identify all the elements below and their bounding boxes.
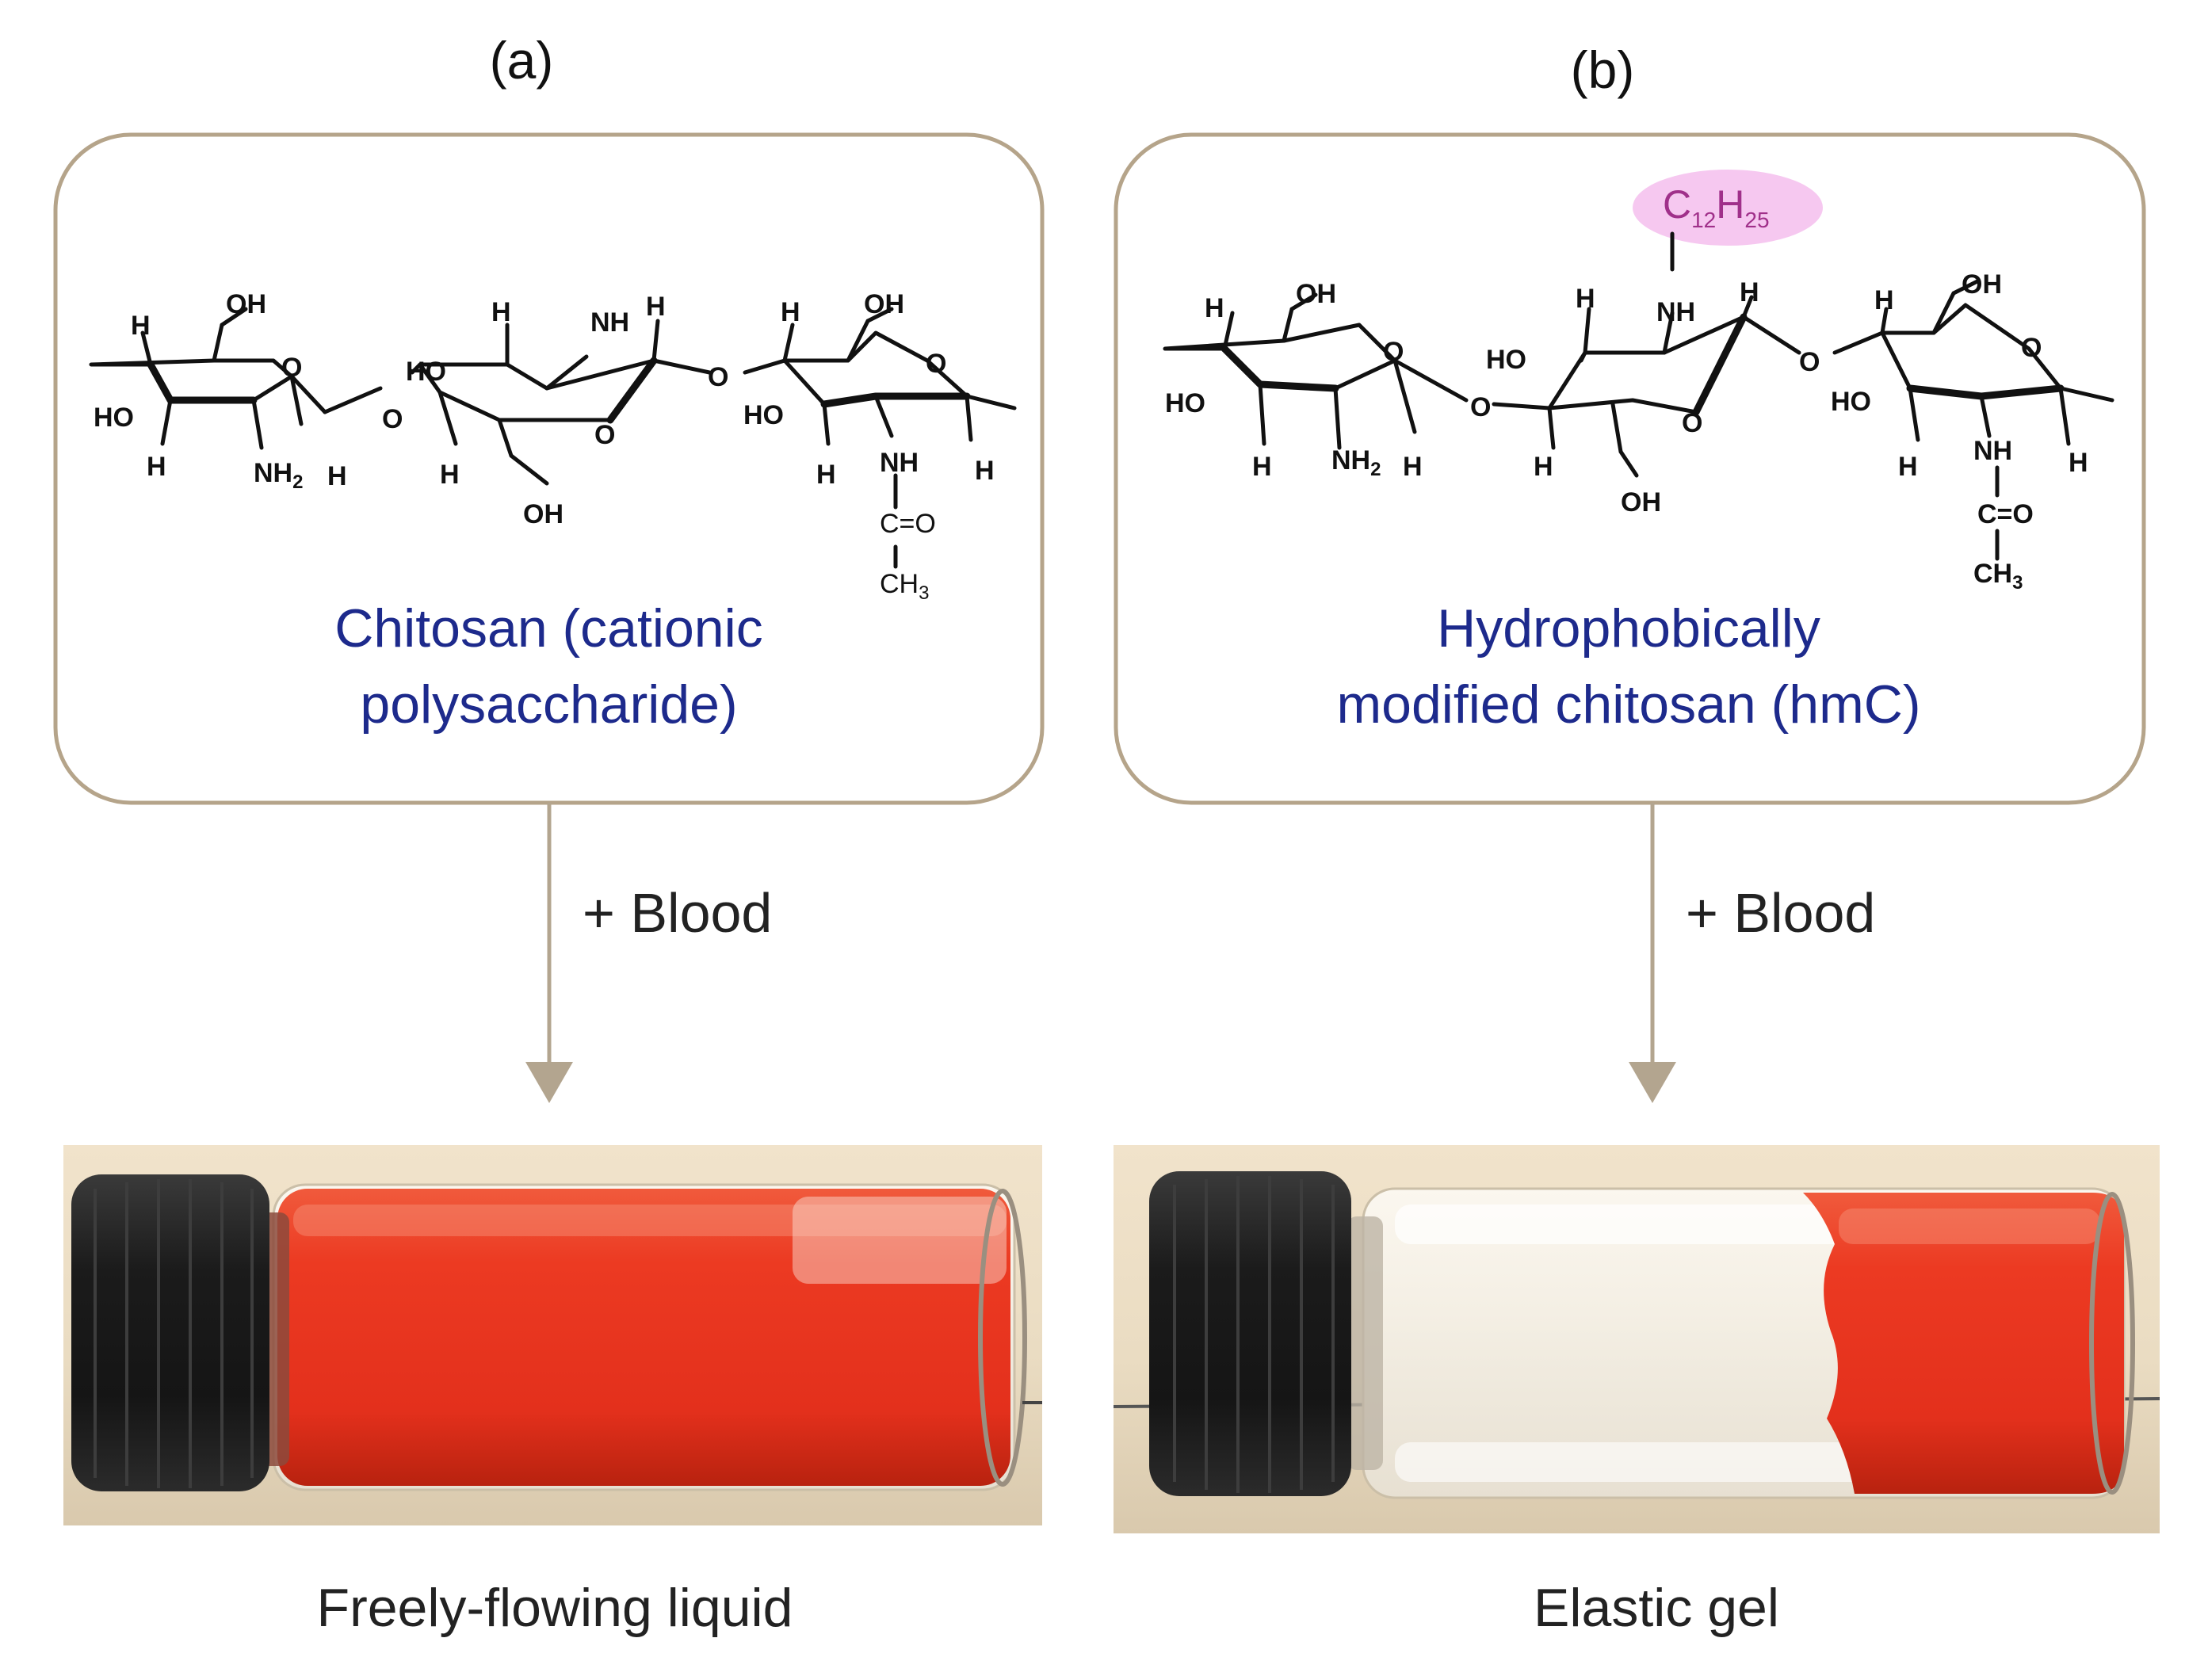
- panel-label-a: (a): [489, 31, 554, 90]
- polymer-name-b: Hydrophobically modified chitosan (hmC): [1141, 590, 2116, 743]
- step-label-a: + Blood: [583, 882, 773, 944]
- svg-text:O: O: [1383, 337, 1404, 367]
- svg-text:C=O: C=O: [880, 509, 936, 539]
- svg-text:H: H: [975, 456, 995, 486]
- chitosan-atom-labels: H OH O HO H NH2 H O H NH H HO H O OH O H…: [94, 289, 995, 604]
- step-label-b: + Blood: [1686, 882, 1876, 944]
- svg-text:H: H: [2069, 448, 2088, 478]
- svg-text:NH: NH: [880, 448, 919, 478]
- chitosan-structure: [89, 307, 1017, 569]
- svg-text:O: O: [926, 349, 946, 379]
- svg-text:O: O: [708, 362, 728, 392]
- svg-text:HO: HO: [1831, 387, 1871, 417]
- svg-text:H: H: [1740, 277, 1759, 307]
- svg-text:HO: HO: [1486, 345, 1526, 375]
- svg-text:H: H: [1874, 285, 1894, 315]
- panel-b: H OH O HO H NH2 H O H HO NH H O H OH O H…: [1113, 132, 2160, 1533]
- svg-text:O: O: [1799, 347, 1820, 377]
- svg-text:H: H: [1534, 452, 1553, 482]
- svg-text:NH: NH: [1656, 297, 1695, 327]
- svg-text:HO: HO: [1165, 388, 1205, 418]
- hmc-structure: [1163, 231, 2114, 561]
- polymer-name-a-line1: Chitosan (cationic: [334, 598, 763, 659]
- vial-photo-a: [63, 1145, 1042, 1525]
- substituent-highlight: [1633, 170, 1823, 246]
- svg-text:O: O: [2021, 333, 2042, 363]
- svg-text:NH: NH: [590, 307, 629, 338]
- svg-text:H: H: [816, 460, 836, 490]
- svg-text:HO: HO: [743, 400, 784, 430]
- svg-text:NH2: NH2: [1331, 445, 1381, 480]
- svg-text:OH: OH: [1962, 269, 2002, 300]
- blood-fill-b: [1803, 1193, 2124, 1494]
- svg-text:OH: OH: [523, 499, 563, 529]
- hmc-atom-labels: H OH O HO H NH2 H O H HO NH H O H OH O H…: [1165, 269, 2088, 594]
- svg-text:C=O: C=O: [1977, 499, 2034, 529]
- polymer-name-a-line2: polysaccharide): [360, 674, 738, 735]
- vial-cap-b: [1149, 1171, 1351, 1496]
- svg-text:O: O: [1470, 392, 1491, 422]
- vial-cap-a: [71, 1174, 269, 1491]
- vial-photo-b: [1113, 1145, 2160, 1533]
- polymer-name-b-line1: Hydrophobically: [1437, 598, 1820, 659]
- svg-text:H: H: [1898, 452, 1918, 482]
- blood-fill-a: [277, 1189, 1010, 1486]
- svg-text:H: H: [440, 460, 460, 490]
- svg-text:H: H: [147, 452, 166, 482]
- svg-text:O: O: [281, 353, 302, 383]
- result-caption-a: Freely-flowing liquid: [316, 1578, 793, 1638]
- arrowhead-a: [525, 1062, 573, 1103]
- svg-text:OH: OH: [1296, 279, 1336, 309]
- arrowhead-b: [1629, 1062, 1676, 1103]
- svg-text:HO: HO: [94, 403, 134, 433]
- svg-text:HO: HO: [406, 357, 446, 387]
- svg-text:OH: OH: [1621, 487, 1661, 517]
- polymer-name-b-line2: modified chitosan (hmC): [1336, 674, 1921, 735]
- result-caption-b: Elastic gel: [1534, 1578, 1779, 1638]
- substituent-label: C12H25: [1663, 182, 1770, 232]
- svg-text:OH: OH: [226, 289, 266, 319]
- panel-a: H OH O HO H NH2 H O H NH H HO H O OH O H…: [53, 132, 1045, 1525]
- svg-text:H: H: [131, 311, 151, 341]
- panel-label-b: (b): [1570, 40, 1635, 99]
- svg-text:O: O: [594, 420, 615, 450]
- svg-text:OH: OH: [864, 289, 904, 319]
- svg-text:H: H: [1576, 284, 1595, 314]
- svg-text:H: H: [1403, 452, 1423, 482]
- svg-text:H: H: [781, 297, 800, 327]
- svg-text:O: O: [382, 404, 403, 434]
- svg-text:H: H: [491, 297, 511, 327]
- svg-text:H: H: [1252, 452, 1272, 482]
- svg-text:O: O: [1682, 408, 1702, 438]
- svg-text:H: H: [646, 292, 666, 322]
- svg-text:H: H: [327, 461, 347, 491]
- svg-text:H: H: [1205, 293, 1224, 323]
- svg-text:NH: NH: [1973, 436, 2012, 466]
- polymer-name-a: Chitosan (cationic polysaccharide): [79, 590, 1018, 743]
